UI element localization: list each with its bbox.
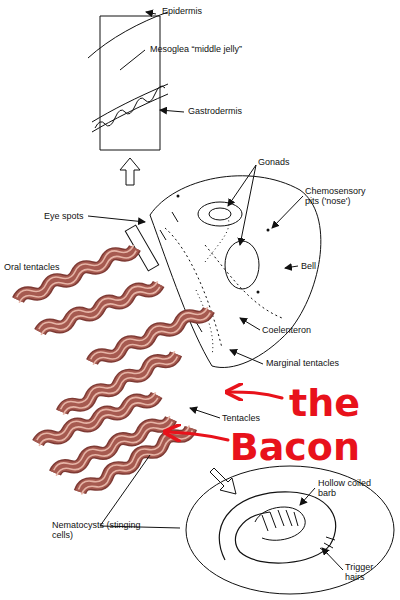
nematocyst-inset: [186, 466, 394, 594]
part-label: Nematocysts (stinging cells): [52, 520, 142, 541]
part-label: Gastrodermis: [188, 106, 268, 116]
part-label: Mesoglea “middle jelly”: [150, 44, 270, 54]
part-label: Marginal tentacles: [266, 358, 366, 368]
part-label: Eye spots: [44, 211, 104, 221]
part-label: Bell: [301, 261, 341, 271]
tissue-inset: [88, 12, 184, 185]
part-label: Hollow coiled barb: [318, 478, 376, 499]
part-label: Tentacles: [222, 413, 292, 423]
part-label: Coelenteron: [262, 325, 342, 335]
bacon-tentacles: [15, 242, 211, 498]
part-label: Trigger hairs: [345, 562, 395, 583]
part-label: Epidermis: [162, 6, 242, 16]
part-label: Oral tentacles: [4, 262, 94, 272]
part-label: Gonads: [258, 157, 318, 167]
handwritten-note: the Bacon: [205, 382, 360, 469]
part-label: Chemosensory pits ('nose'): [305, 186, 373, 207]
